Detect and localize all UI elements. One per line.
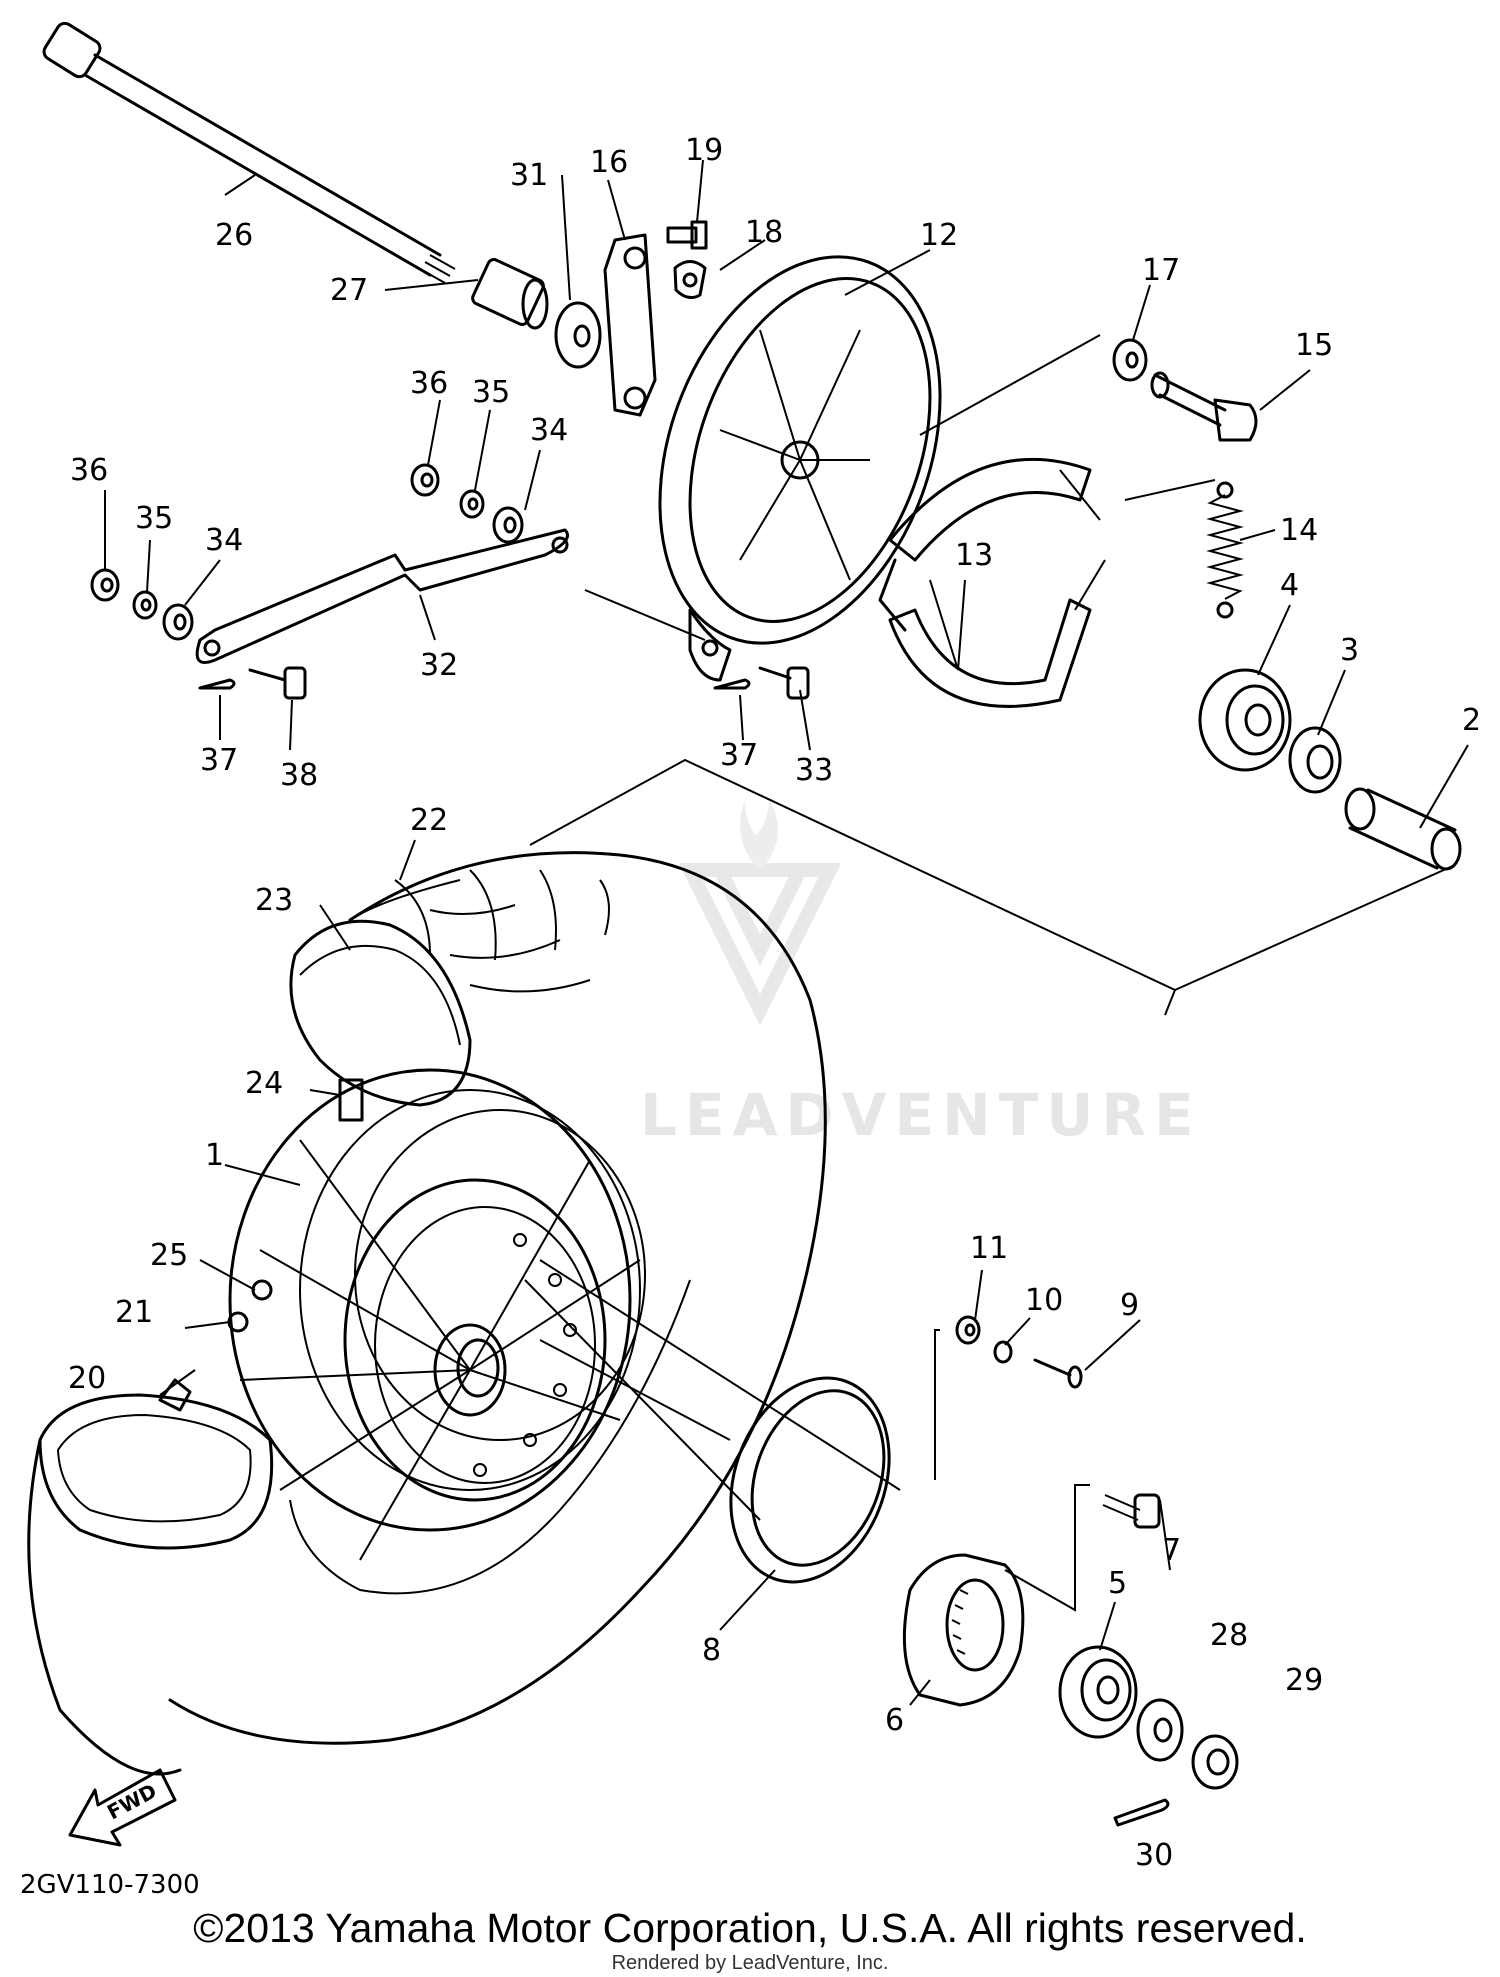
part-washer-35-left bbox=[132, 590, 158, 620]
part-oil-seal bbox=[1288, 726, 1342, 794]
explode-line-hub bbox=[524, 1259, 901, 1521]
part-nut-11 bbox=[955, 1315, 981, 1345]
part-washer-10 bbox=[993, 1340, 1013, 1364]
callout-2: 2 bbox=[1462, 703, 1481, 738]
callout-7: 7 bbox=[1162, 1533, 1181, 1568]
callout-15: 15 bbox=[1295, 328, 1333, 363]
part-spring bbox=[1206, 481, 1244, 619]
callout-21: 21 bbox=[115, 1295, 153, 1330]
diagram-code: 2GV110-7300 bbox=[20, 1870, 200, 1900]
callout-16: 16 bbox=[590, 145, 628, 180]
part-bearing-5 bbox=[1058, 1645, 1138, 1739]
callout-26: 26 bbox=[215, 218, 253, 253]
callout-35-left: 35 bbox=[135, 501, 173, 536]
part-spacer bbox=[1344, 787, 1462, 871]
part-clutch-hub-ring bbox=[729, 1376, 891, 1584]
callout-36-left: 36 bbox=[70, 453, 108, 488]
part-cotter-pin-30 bbox=[1113, 1798, 1170, 1827]
callout-29: 29 bbox=[1285, 1663, 1323, 1698]
callout-17: 17 bbox=[1142, 253, 1180, 288]
callout-37-right: 37 bbox=[720, 738, 758, 773]
part-washer-35-upper bbox=[459, 489, 485, 519]
callout-3: 3 bbox=[1340, 633, 1359, 668]
callout-14: 14 bbox=[1280, 513, 1318, 548]
watermark-text: LEADVENTURE bbox=[640, 1081, 1202, 1149]
callout-31: 31 bbox=[510, 158, 548, 193]
callout-23: 23 bbox=[255, 883, 293, 918]
callout-20: 20 bbox=[68, 1361, 106, 1396]
callout-37-left: 37 bbox=[200, 743, 238, 778]
callout-13: 13 bbox=[955, 538, 993, 573]
part-bolt-33 bbox=[758, 666, 810, 700]
part-camshaft bbox=[1150, 371, 1258, 442]
callout-9: 9 bbox=[1120, 1288, 1139, 1323]
callout-24: 24 bbox=[245, 1066, 283, 1101]
callout-35-upper: 35 bbox=[472, 375, 510, 410]
part-brake-arm bbox=[603, 233, 657, 417]
part-nut-36-upper bbox=[410, 463, 440, 497]
callout-19: 19 bbox=[685, 133, 723, 168]
part-brake-shoes bbox=[878, 457, 1106, 708]
explode-line-upper bbox=[529, 758, 1456, 1016]
part-washer-31 bbox=[554, 301, 602, 369]
callout-22: 22 bbox=[410, 803, 448, 838]
copyright-notice: ©2013 Yamaha Motor Corporation, U.S.A. A… bbox=[193, 1905, 1307, 1951]
callout-32: 32 bbox=[420, 648, 458, 683]
explode-line-cam bbox=[919, 334, 1216, 501]
callout-1: 1 bbox=[205, 1138, 224, 1173]
part-spoke-25 bbox=[251, 1279, 273, 1301]
part-bearing-4 bbox=[1198, 668, 1292, 772]
rendered-by-notice: Rendered by LeadVenture, Inc. bbox=[611, 1952, 889, 1974]
part-washer-34-left bbox=[162, 603, 194, 641]
callout-36-upper: 36 bbox=[410, 366, 448, 401]
part-brake-plate bbox=[658, 255, 942, 682]
part-cotter-pin-37-right bbox=[713, 678, 751, 690]
callout-5: 5 bbox=[1108, 1566, 1127, 1601]
explode-line-flange bbox=[1004, 1484, 1090, 1612]
callout-12: 12 bbox=[920, 218, 958, 253]
part-bolt-7 bbox=[1102, 1493, 1161, 1529]
callout-11: 11 bbox=[970, 1231, 1008, 1266]
part-screw-19 bbox=[666, 220, 708, 250]
callout-8: 8 bbox=[702, 1633, 721, 1668]
leadventure-watermark: LEADVENTURE bbox=[640, 800, 1202, 1149]
callout-18: 18 bbox=[745, 215, 783, 250]
part-nut-29 bbox=[1191, 1734, 1239, 1790]
callout-30: 30 bbox=[1135, 1838, 1173, 1873]
part-wheel bbox=[228, 1068, 646, 1561]
callout-28: 28 bbox=[1210, 1618, 1248, 1653]
part-bolt-38 bbox=[248, 666, 307, 700]
part-axle bbox=[42, 21, 456, 284]
callout-38: 38 bbox=[280, 758, 318, 793]
part-valve-24 bbox=[338, 1078, 364, 1122]
part-bolt-9 bbox=[1033, 1358, 1083, 1389]
part-clutch-hub bbox=[902, 1553, 1025, 1707]
explode-line-bolt bbox=[934, 1329, 940, 1480]
part-tension-bar bbox=[195, 528, 569, 664]
callout-34-left: 34 bbox=[205, 523, 243, 558]
callout-4: 4 bbox=[1280, 568, 1299, 603]
callout-25: 25 bbox=[150, 1238, 188, 1273]
part-cotter-pin-37-left bbox=[198, 678, 236, 690]
part-washer-28 bbox=[1136, 1698, 1184, 1762]
callout-33: 33 bbox=[795, 753, 833, 788]
leader-lines bbox=[104, 159, 1469, 1706]
part-rim-band bbox=[289, 919, 472, 1107]
fwd-arrow-icon: FWD bbox=[68, 1768, 177, 1847]
part-plate-18 bbox=[673, 260, 707, 300]
explode-line-bar bbox=[584, 589, 706, 641]
callout-labels: 1 2 3 4 5 6 7 8 9 10 11 12 13 14 15 16 1… bbox=[68, 133, 1481, 1873]
callout-10: 10 bbox=[1025, 1283, 1063, 1318]
callout-6: 6 bbox=[885, 1703, 904, 1738]
part-tube bbox=[27, 1378, 274, 1776]
part-nut-36-left bbox=[90, 568, 120, 602]
callout-27: 27 bbox=[330, 273, 368, 308]
part-washer-34-upper bbox=[492, 506, 524, 544]
part-washer-17 bbox=[1112, 338, 1148, 382]
part-collar bbox=[471, 258, 549, 330]
callout-34-upper: 34 bbox=[530, 413, 568, 448]
